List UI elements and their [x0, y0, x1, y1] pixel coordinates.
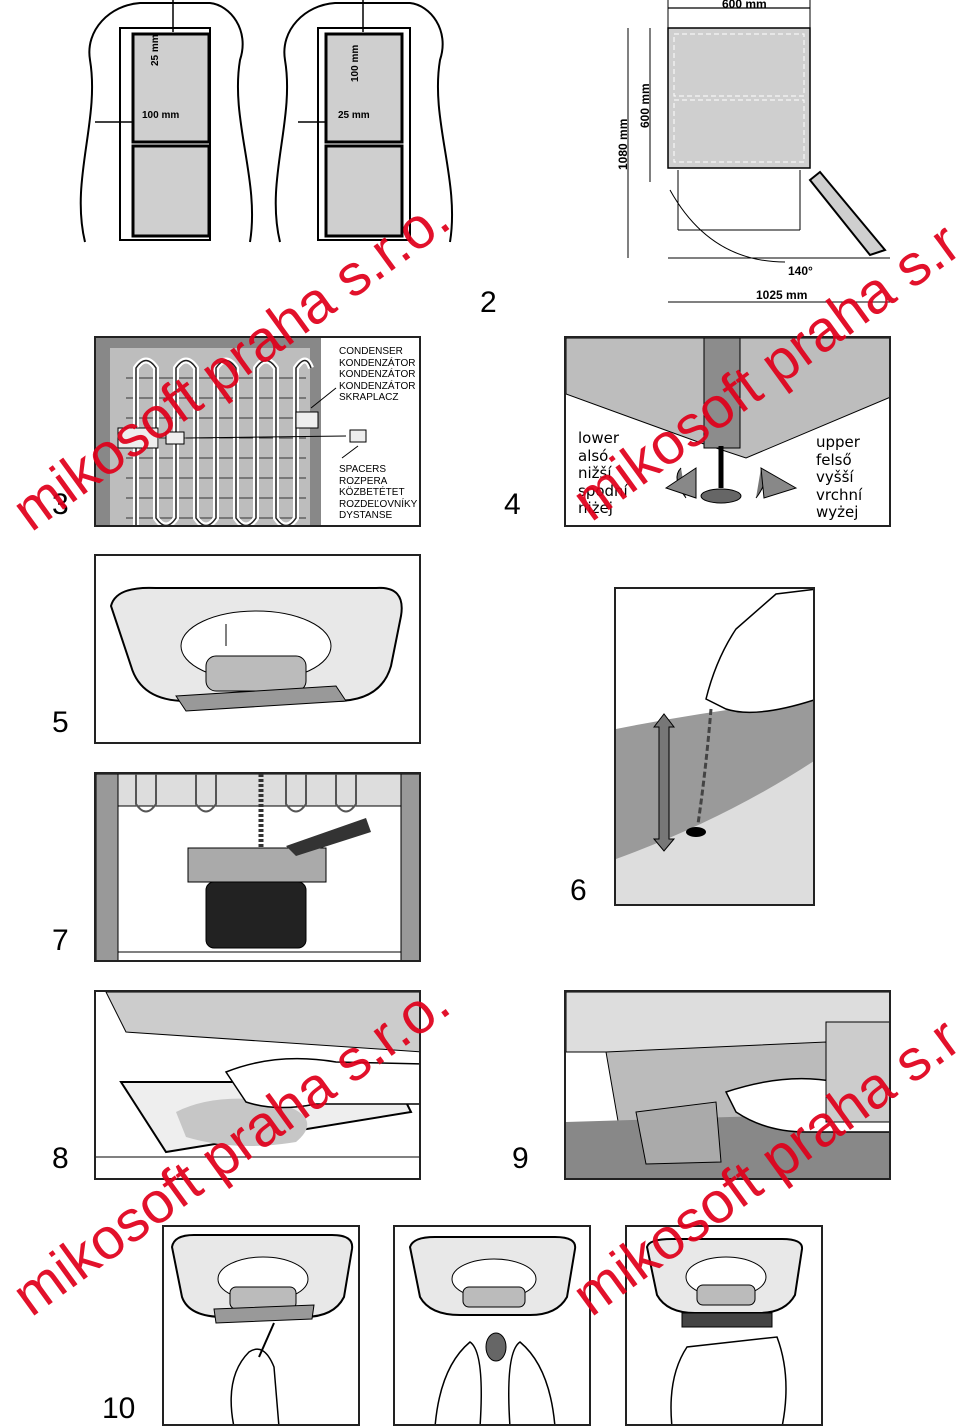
dim-open-depth: 1025 mm [756, 288, 808, 302]
figure-4: lower alsó nižší spodní niżej upper fels… [564, 336, 891, 527]
figure-number-2: 2 [480, 286, 497, 319]
dim-side-left: 100 mm [142, 110, 180, 121]
drain-drawing [616, 589, 813, 904]
condenser-drawing [96, 338, 367, 525]
bulb-step-3 [645, 1238, 804, 1424]
dim-width: 600 mm [722, 0, 767, 11]
figure-5 [94, 554, 421, 744]
figure-6 [614, 587, 815, 906]
spacers-label: SPACERS ROZPERA KÖZBETÉTET ROZDEĽOVNÍKY … [339, 464, 418, 521]
figure-number-8: 8 [52, 1142, 69, 1175]
levelling-drawing [566, 338, 889, 504]
figure-9 [564, 990, 891, 1180]
figure-number-9: 9 [512, 1142, 529, 1175]
figure-number-10: 10 [102, 1392, 136, 1425]
cleaning-drawing [96, 992, 419, 1158]
drawer-drawing [566, 992, 889, 1178]
figure-2-drawing [627, 0, 890, 303]
figure-10b [393, 1225, 591, 1426]
figure-7 [94, 772, 421, 962]
figure-number-7: 7 [52, 924, 69, 957]
figure-1: 25 mm 100 mm 100 mm 25 mm [79, 0, 460, 250]
dim-top-right: 100 mm [350, 44, 361, 82]
figure-2: 600 mm 600 mm 1080 mm 140° 1025 mm [600, 0, 900, 312]
compressor-drawing [96, 774, 419, 960]
dim-height: 1080 mm [616, 118, 630, 170]
dim-top-left: 25 mm [150, 34, 161, 66]
dim-angle: 140° [788, 264, 813, 278]
figure-10c [625, 1225, 823, 1426]
figure-number-3: 3 [52, 488, 69, 521]
figure-number-4: 4 [504, 488, 521, 521]
lamp-cover-drawing [109, 586, 403, 712]
figure-number-6: 6 [570, 874, 587, 907]
figure-10a [162, 1225, 360, 1426]
figure-number-5: 5 [52, 706, 69, 739]
figure-1-drawing [79, 0, 454, 243]
dim-side-right: 25 mm [338, 110, 370, 121]
figure-3: CONDENSER KONDENZÁTOR KONDENZÁTOR KONDEN… [94, 336, 421, 527]
figure-8 [94, 990, 421, 1180]
upper-labels: upper felső vyšší vrchní wyżej [816, 433, 863, 521]
condenser-label: CONDENSER KONDENZÁTOR KONDENZÁTOR KONDEN… [339, 346, 416, 403]
lower-labels: lower alsó nižší spodní niżej [578, 429, 628, 517]
bulb-step-2 [408, 1236, 577, 1424]
bulb-step-1 [170, 1234, 354, 1424]
dim-depth: 600 mm [638, 83, 652, 128]
